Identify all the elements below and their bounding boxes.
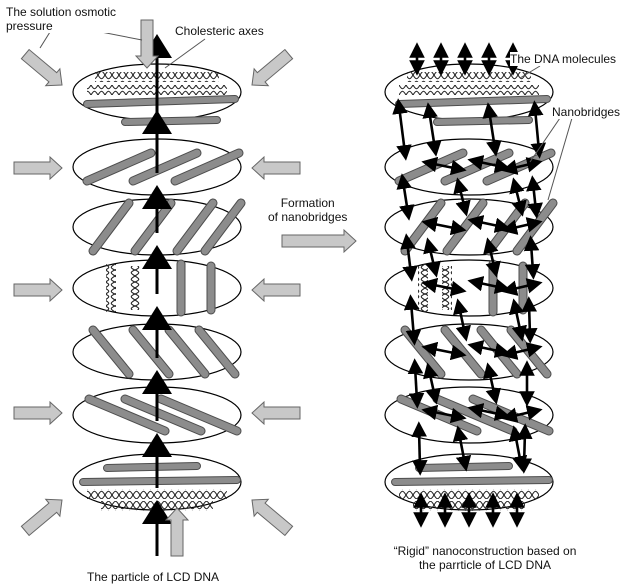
- left-particle-stack: [73, 46, 241, 556]
- dna-molecules-label: The DNA molecules: [510, 52, 616, 66]
- pressure-arrow-shape: [14, 402, 62, 424]
- formation-line1: Formation: [268, 196, 347, 210]
- dna-rod-fill: [107, 466, 197, 468]
- dna-rod-fill: [437, 120, 529, 122]
- leader-line: [165, 39, 205, 68]
- dna-helix: [407, 72, 531, 82]
- pressure-arrow-shape: [14, 279, 62, 301]
- pressure-arrow: [14, 402, 62, 424]
- formation-line2: of nanobridges: [268, 210, 347, 224]
- nanobridge: [531, 243, 533, 272]
- nanobridge: [419, 429, 420, 468]
- particle-caption: The particle of LCD DNA: [87, 570, 219, 584]
- pressure-arrow: [282, 230, 356, 252]
- dna-helix: [101, 501, 213, 511]
- pressure-arrow-shape: [245, 492, 296, 540]
- leader-line: [40, 32, 50, 48]
- formation-arrow: [282, 230, 356, 252]
- pressure-arrow-shape: [282, 230, 356, 252]
- dna-helix: [399, 85, 539, 95]
- pressure-arrow: [14, 157, 62, 179]
- pressure-arrow: [252, 157, 300, 179]
- osmotic-pressure-label: The solution osmotic pressure: [6, 5, 116, 33]
- pressure-arrow-shape: [245, 46, 296, 94]
- rigid-caption: “Rigid” nanoconstruction based on the pa…: [370, 544, 600, 572]
- pressure-arrow-shape: [166, 508, 188, 556]
- dna-helix: [418, 264, 428, 312]
- pressure-arrow: [166, 508, 188, 556]
- pressure-arrow-shape: [18, 492, 69, 540]
- nanobridge: [535, 108, 539, 151]
- rigid-caption-line2: the parrticle of LCD DNA: [370, 558, 600, 572]
- dna-helix: [87, 489, 227, 499]
- nanobridge: [399, 106, 405, 153]
- formation-label: Formation of nanobridges: [268, 196, 347, 224]
- pressure-arrow: [245, 46, 296, 94]
- dna-rod-fill: [83, 480, 237, 482]
- dna-rod-fill: [125, 120, 217, 122]
- dna-rod-fill: [395, 480, 549, 482]
- pressure-arrow: [245, 492, 296, 540]
- nanobridge: [533, 183, 536, 211]
- osmotic-pressure-line1: The solution osmotic: [6, 5, 116, 19]
- pressure-arrow-shape: [136, 20, 158, 68]
- pressure-arrow: [252, 402, 300, 424]
- pressure-arrow-shape: [252, 279, 300, 301]
- pressure-arrow-shape: [14, 157, 62, 179]
- pressure-arrow-shape: [252, 402, 300, 424]
- dna-helix: [399, 489, 539, 499]
- dna-helix: [106, 264, 116, 312]
- nanobridge: [529, 304, 530, 336]
- dna-rod-fill: [419, 466, 509, 468]
- pressure-arrow: [136, 20, 158, 68]
- rigid-caption-line1: “Rigid” nanoconstruction based on: [370, 544, 600, 558]
- osmotic-pressure-line2: pressure: [6, 19, 116, 33]
- pressure-arrow: [252, 279, 300, 301]
- dna-helix: [130, 266, 140, 310]
- cholesteric-axes-label: Cholesteric axes: [175, 24, 264, 38]
- pressure-arrow: [14, 279, 62, 301]
- nanobridges-label: Nanobridges: [552, 105, 620, 119]
- nanobridge: [524, 431, 525, 466]
- pressure-arrow: [18, 492, 69, 540]
- pressure-arrow: [18, 46, 69, 94]
- pressure-arrow-shape: [18, 46, 69, 94]
- right-rigid-stack: [385, 50, 553, 520]
- pressure-arrow-shape: [252, 157, 300, 179]
